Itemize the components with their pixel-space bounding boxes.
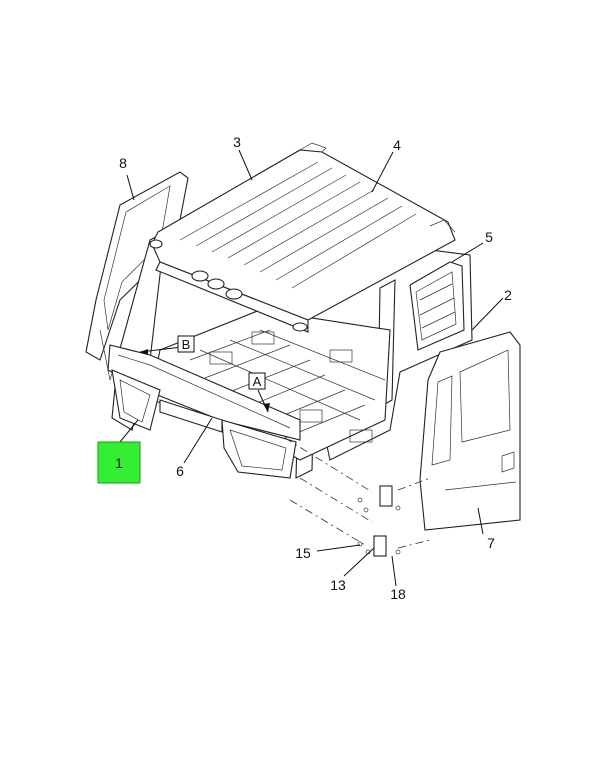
view-label-b-box — [177, 335, 195, 353]
callout-7[interactable]: 7 — [487, 535, 495, 551]
callout-5[interactable]: 5 — [485, 229, 493, 245]
view-label-b: B — [182, 337, 191, 352]
right-door — [419, 331, 521, 531]
callout-18[interactable]: 18 — [390, 586, 406, 602]
leader-lines — [119, 149, 504, 587]
callout-1[interactable]: 1 — [115, 455, 123, 471]
roof-panel — [149, 142, 456, 333]
callout-13[interactable]: 13 — [330, 577, 346, 593]
front-cowl — [107, 344, 301, 479]
callout-3[interactable]: 3 — [233, 134, 241, 150]
left-door-frame — [85, 171, 189, 381]
callout-15[interactable]: 15 — [295, 545, 311, 561]
view-label-a: A — [253, 374, 262, 389]
door-hinges — [284, 437, 431, 557]
callout-2[interactable]: 2 — [504, 287, 512, 303]
callout-8[interactable]: 8 — [119, 155, 127, 171]
callout-6[interactable]: 6 — [176, 463, 184, 479]
view-label-a-box — [248, 372, 266, 390]
callout-4[interactable]: 4 — [393, 137, 401, 153]
item-1-highlight[interactable] — [97, 441, 141, 484]
